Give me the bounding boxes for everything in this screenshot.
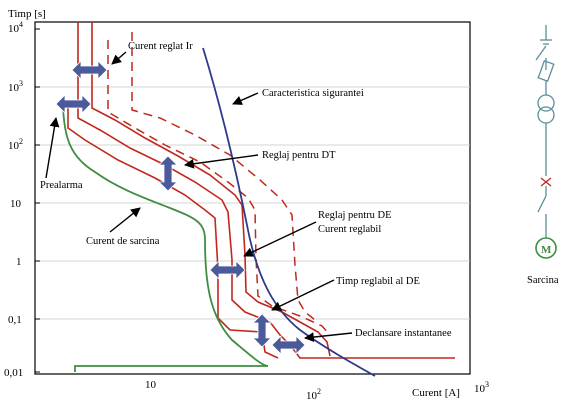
load-current-curve: [62, 99, 269, 372]
pointer-reglaj-dt: [184, 154, 259, 169]
trip-curve-inner: [67, 100, 279, 359]
fuse-icon: [537, 59, 555, 83]
y-tick-1: 1: [16, 256, 22, 268]
pointer-curent-reglat: [111, 51, 127, 65]
pointer-timp-reglabil: [271, 279, 335, 311]
pointer-arrows: [45, 51, 353, 342]
x-axis-label: Curent [A]: [412, 387, 460, 399]
pointer-curent-sarcina: [109, 207, 141, 233]
adjust-arrow-dt: [158, 155, 178, 192]
pointer-caracteristica: [232, 92, 259, 105]
x-tick-1e2: 102: [306, 387, 321, 402]
y-tick-1e4: 104: [8, 20, 23, 35]
adjust-arrow-prealarma: [55, 94, 92, 114]
adjust-arrow-timp: [252, 313, 272, 348]
y-tick-0-01: 0,01: [4, 367, 23, 379]
x-tick-1e3: 103: [474, 380, 489, 395]
motor-label: M: [541, 244, 552, 256]
label-reglaj-dt: Reglaj pentru DT: [262, 150, 336, 161]
sarcina-label: Sarcina: [527, 275, 559, 286]
single-line-schematic: [535, 25, 557, 259]
grid-lines: [35, 86, 470, 320]
label-declansare: Declansare instantanee: [355, 328, 452, 339]
x-tick-10: 10: [145, 379, 157, 391]
y-tick-labels: 104 103 102 10 1 0,1 0,01: [4, 20, 23, 379]
y-tick-0-1: 0,1: [8, 314, 22, 326]
label-curent-sarcina: Curent de sarcina: [86, 236, 160, 247]
adjust-arrow-de: [209, 260, 246, 280]
adjust-arrow-instant: [271, 335, 306, 355]
y-axis-ticks: [35, 28, 40, 373]
pointer-declansare: [304, 332, 353, 342]
label-curent-reglat: Curent reglat Ir: [128, 41, 193, 52]
label-timp-reglabil: Timp reglabil al DE: [336, 276, 420, 287]
x-tick-labels: 10 102 103: [145, 379, 489, 402]
fuse-characteristic-curve: [202, 47, 376, 377]
adjust-arrows: [55, 60, 306, 355]
pointer-reglaj-de: [243, 221, 317, 257]
label-caracteristica: Caracteristica sigurantei: [262, 88, 364, 99]
y-tick-10: 10: [10, 198, 22, 210]
trip-curve-outer: [91, 22, 331, 357]
y-tick-1e2: 102: [8, 137, 23, 152]
trip-curve-dashed-lower: [107, 40, 331, 336]
pointer-prealarma: [45, 117, 60, 179]
plot-frame: [34, 21, 471, 375]
label-reglaj-de-2: Curent reglabil: [318, 224, 381, 235]
trip-curve-dashed-upper: [131, 32, 316, 321]
trip-curve-middle: [77, 22, 455, 359]
label-reglaj-de-1: Reglaj pentru DE: [318, 210, 391, 221]
transformer-icon: [537, 94, 555, 112]
y-tick-1e3: 103: [8, 79, 23, 94]
y-axis-label: Timp [s]: [8, 8, 46, 20]
motor-icon: [535, 237, 557, 259]
adjust-arrow-ir: [71, 60, 108, 80]
label-prealarma: Prealarma: [40, 180, 83, 191]
